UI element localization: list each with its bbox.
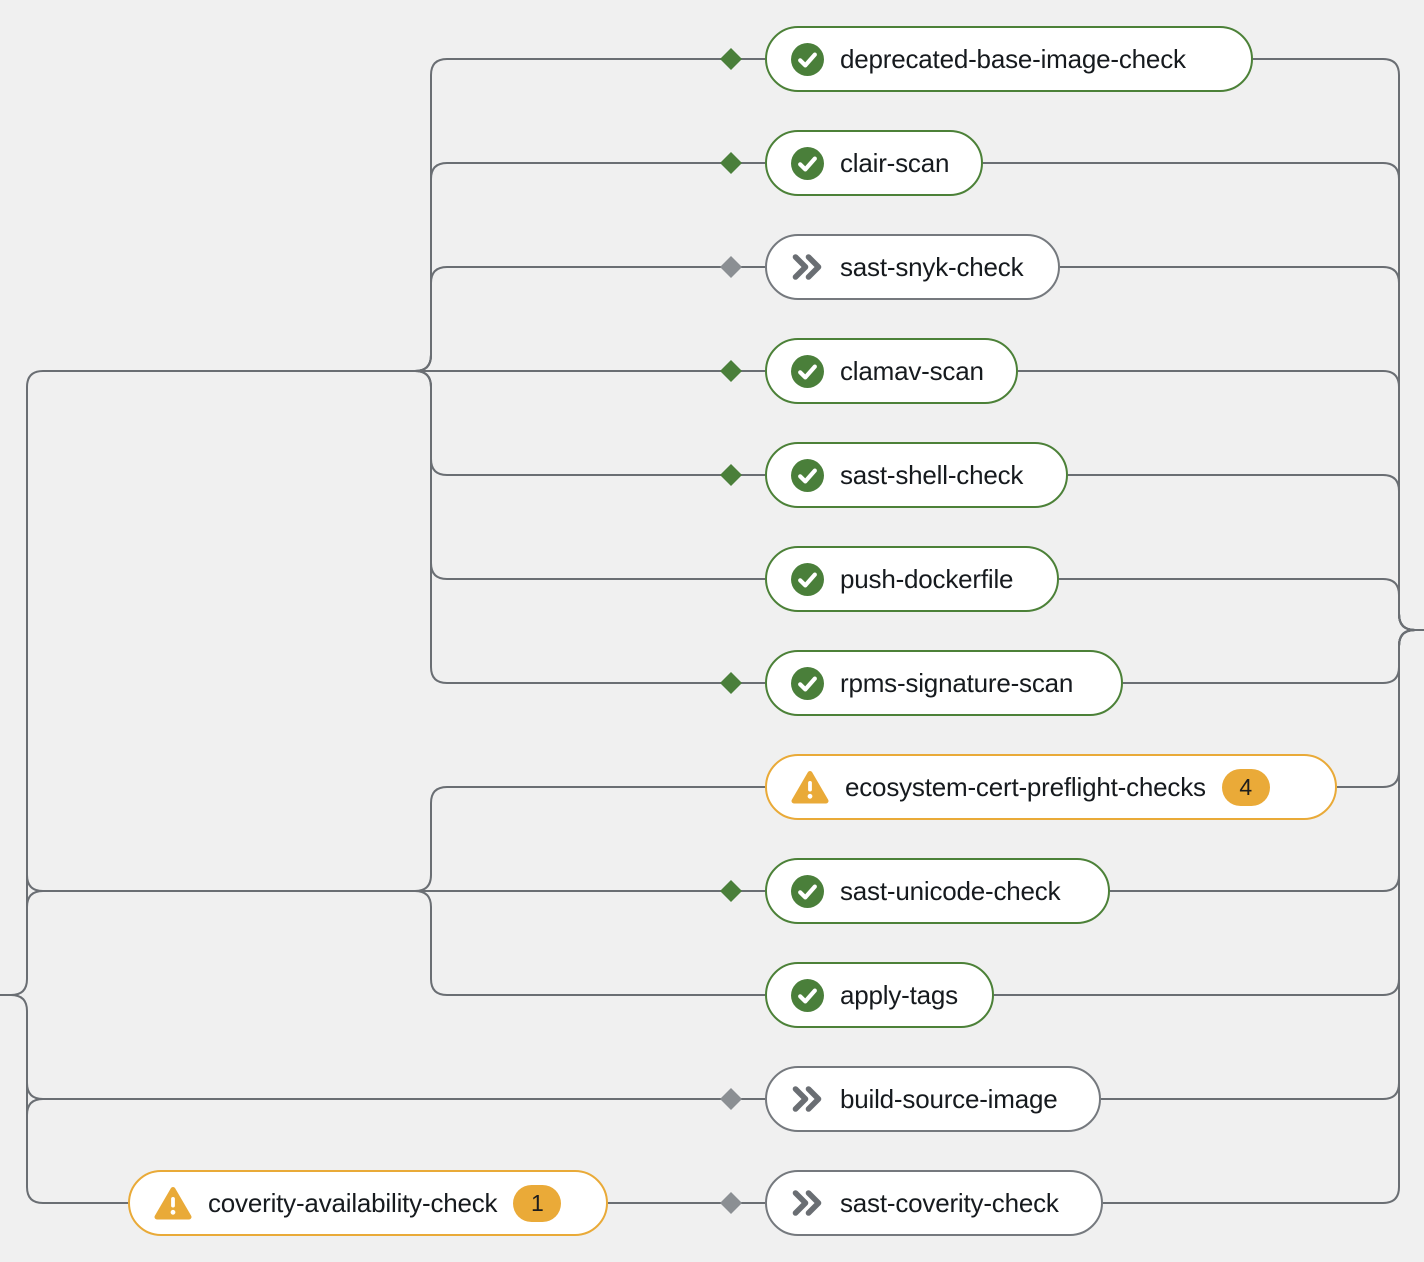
warning-triangle-icon: [791, 770, 829, 804]
edge-connector: [26, 1098, 44, 1116]
when-expression-diamond: [720, 880, 742, 902]
when-expression-diamond: [720, 672, 742, 694]
task-label: build-source-image: [840, 1083, 1058, 1114]
task-label: deprecated-base-image-check: [840, 43, 1186, 74]
task-label: sast-shell-check: [840, 459, 1024, 490]
warning-triangle-icon: [154, 1186, 192, 1220]
edge-connector: [414, 266, 765, 372]
edge-connector: [1059, 578, 1424, 631]
edge-connector: [26, 890, 44, 908]
check-circle-icon: [791, 666, 824, 700]
task-node-coverity-availability-check[interactable]: coverity-availability-check 1: [128, 1170, 608, 1236]
task-label: coverity-availability-check: [208, 1187, 498, 1218]
check-circle-icon: [791, 562, 824, 596]
task-label: sast-coverity-check: [840, 1187, 1059, 1218]
when-expression-diamond: [720, 256, 742, 278]
when-expression-diamond: [720, 360, 742, 382]
task-label: clamav-scan: [840, 355, 984, 386]
skipped-icon: [791, 1188, 824, 1218]
task-alert-badge: 1: [513, 1184, 562, 1222]
edge-connector: [0, 994, 128, 1204]
task-node-sast-unicode-check[interactable]: sast-unicode-check: [765, 858, 1110, 924]
task-node-rpms-signature-scan[interactable]: rpms-signature-scan: [765, 650, 1123, 716]
task-node-sast-snyk-check[interactable]: sast-snyk-check: [765, 234, 1060, 300]
task-node-clair-scan[interactable]: clair-scan: [765, 130, 983, 196]
check-circle-icon: [791, 354, 824, 388]
edge-connector: [0, 370, 765, 996]
check-circle-icon: [791, 146, 824, 180]
task-label: apply-tags: [840, 979, 958, 1010]
task-node-sast-coverity-check[interactable]: sast-coverity-check: [765, 1170, 1103, 1236]
task-node-apply-tags[interactable]: apply-tags: [765, 962, 994, 1028]
when-expression-diamond: [720, 464, 742, 486]
edge-connector: [414, 786, 765, 892]
check-circle-icon: [791, 42, 824, 76]
task-node-push-dockerfile[interactable]: push-dockerfile: [765, 546, 1059, 612]
check-circle-icon: [791, 874, 824, 908]
task-label: sast-unicode-check: [840, 875, 1061, 906]
task-label: sast-snyk-check: [840, 251, 1024, 282]
edge-connector: [414, 370, 765, 684]
task-alert-badge: 4: [1221, 768, 1270, 806]
task-label: clair-scan: [840, 147, 950, 178]
task-node-build-source-image[interactable]: build-source-image: [765, 1066, 1101, 1132]
task-node-clamav-scan[interactable]: clamav-scan: [765, 338, 1018, 404]
check-circle-icon: [791, 458, 824, 492]
edge-connector: [414, 890, 765, 996]
task-label: rpms-signature-scan: [840, 667, 1074, 698]
check-circle-icon: [791, 978, 824, 1012]
task-node-ecosystem-cert-preflight-checks[interactable]: ecosystem-cert-preflight-checks 4: [765, 754, 1337, 820]
skipped-icon: [791, 1084, 824, 1114]
task-label: ecosystem-cert-preflight-checks: [845, 771, 1206, 802]
when-expression-diamond: [720, 48, 742, 70]
when-expression-diamond: [720, 152, 742, 174]
when-expression-diamond: [720, 1088, 742, 1110]
skipped-icon: [791, 252, 824, 282]
task-label: push-dockerfile: [840, 563, 1014, 594]
task-node-deprecated-base-image-check[interactable]: deprecated-base-image-check: [765, 26, 1253, 92]
edge-connector: [1103, 629, 1424, 1204]
when-expression-diamond: [720, 1192, 742, 1214]
task-node-sast-shell-check[interactable]: sast-shell-check: [765, 442, 1068, 508]
